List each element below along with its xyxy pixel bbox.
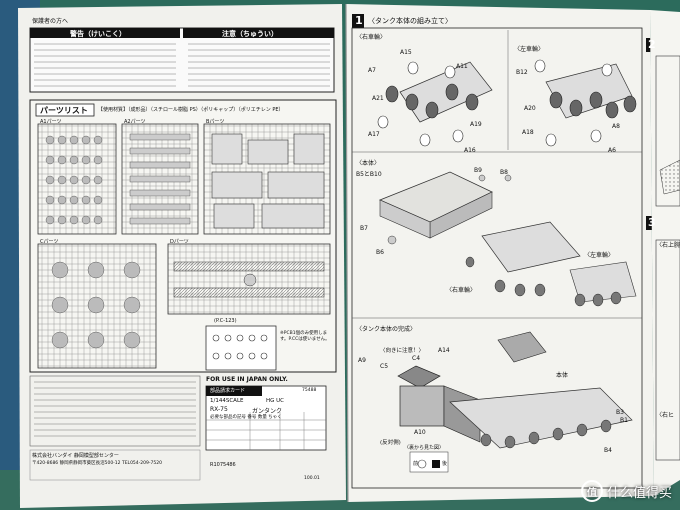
watermark-text: 什么值得买 bbox=[606, 485, 672, 501]
runner-b bbox=[203, 123, 331, 235]
tank-complete bbox=[397, 331, 633, 473]
callout-a19: A19 bbox=[470, 121, 482, 128]
reverse-label: (反対側) bbox=[380, 440, 401, 446]
callout-b1: B1 bbox=[620, 417, 628, 424]
rear-label: 後 bbox=[442, 461, 448, 467]
callout-b5b10: B5とB10 bbox=[356, 171, 382, 178]
pc-note: ※PCB1個のみ使用します。P.CCは使いません。 bbox=[280, 331, 330, 342]
right-wheel-assembly bbox=[377, 61, 493, 147]
callout-a6: A6 bbox=[608, 147, 616, 154]
runner-c-label: Cパーツ bbox=[40, 239, 59, 245]
callout-c4: C4 bbox=[412, 355, 421, 362]
watermark: 值 什么值得买 bbox=[580, 480, 672, 502]
callout-b9: B9 bbox=[474, 167, 482, 174]
caution-title: 注意（ちゅうい） bbox=[222, 30, 278, 38]
step1-number: 1 bbox=[355, 14, 363, 27]
right-page bbox=[345, 3, 656, 503]
for-japan-label: FOR USE IN JAPAN ONLY. bbox=[206, 376, 288, 383]
step2-number: 2 bbox=[648, 38, 656, 51]
callout-b7: B7 bbox=[360, 225, 368, 232]
left-wheel-label: 〈左車輪〉 bbox=[514, 46, 545, 53]
card-label: 部品請求カード bbox=[210, 388, 246, 394]
callout-a11: A11 bbox=[456, 63, 468, 70]
scale-label: 1/144SCALE bbox=[210, 398, 244, 404]
name-label: ガンタンク bbox=[252, 408, 283, 415]
callout-a10: A10 bbox=[414, 429, 426, 436]
runner-b-label: Bパーツ bbox=[206, 119, 225, 125]
materials-text: 【使用材質】（成形品）（スチロール樹脂 PS）（ポリキャップ）（ポリエチレン P… bbox=[98, 107, 284, 113]
callout-b6: B6 bbox=[376, 249, 384, 256]
runner-pc-label: (P.C-123) bbox=[214, 318, 237, 324]
model-label: RX-75 bbox=[210, 406, 228, 413]
callout-a18: A18 bbox=[522, 129, 534, 136]
warning-tab: 保護者の方へ bbox=[32, 18, 69, 25]
callout-a9: A9 bbox=[358, 357, 366, 364]
step3-title: 〈右上腕〉 bbox=[656, 242, 680, 249]
callout-a16: A16 bbox=[464, 147, 476, 154]
page-number: 100.01 bbox=[304, 476, 320, 481]
step3-number: 3 bbox=[648, 216, 656, 229]
callout-a14: A14 bbox=[438, 347, 450, 354]
runner-a2-label: A2パーツ bbox=[124, 119, 146, 125]
tank-body bbox=[378, 171, 637, 307]
runner-a1 bbox=[37, 123, 117, 235]
body-label: 〈本体〉 bbox=[356, 160, 381, 167]
body-ref-label: 本体 bbox=[556, 372, 569, 379]
callout-c5: C5 bbox=[380, 363, 389, 370]
warning-title: 警告（けいこく） bbox=[70, 30, 126, 38]
callout-b12: B12 bbox=[516, 69, 528, 76]
company-label: 株式会社バンダイ 静岡模型部センター bbox=[32, 453, 119, 459]
left-page bbox=[18, 4, 346, 508]
runner-d bbox=[167, 243, 331, 315]
left-wheel-assembly bbox=[534, 59, 637, 147]
runner-a1-label: A1パーツ bbox=[40, 119, 62, 125]
right-wheel-label: 〈右車輪〉 bbox=[356, 34, 387, 41]
front-label: 前 bbox=[413, 461, 419, 467]
runner-a2 bbox=[121, 123, 199, 235]
back-view-label: 〈裏から見た図〉 bbox=[404, 445, 445, 451]
fields-label: 必要な部品の記号 番号 数量 ちゃく bbox=[210, 415, 282, 420]
address-label: 〒420-8686 静岡県静岡市葵区長沼500-12 TEL054-209-75… bbox=[32, 461, 162, 466]
product-code: R1075486 bbox=[210, 462, 236, 468]
right-wheel-label-2: 〈右車輪〉 bbox=[446, 287, 477, 294]
grade-label: HG UC bbox=[266, 398, 285, 404]
watermark-logo-icon: 值 bbox=[580, 480, 603, 502]
runner-pc bbox=[205, 325, 277, 371]
callout-a20: A20 bbox=[524, 105, 536, 112]
orientation-note: 〈向きに注意！〉 bbox=[380, 348, 425, 354]
step3-sub: 〈右ヒ bbox=[656, 412, 675, 419]
callout-a7: A7 bbox=[368, 67, 376, 74]
callout-a15: A15 bbox=[400, 49, 412, 56]
callout-b4: B4 bbox=[604, 447, 612, 454]
runner-c bbox=[37, 243, 157, 369]
left-wheel-label-2: 〈左車輪〉 bbox=[584, 252, 615, 259]
callout-a21: A21 bbox=[372, 95, 384, 102]
tank-complete-label: 〈タンク本体の完成〉 bbox=[356, 326, 417, 333]
callout-b3: B3 bbox=[616, 409, 624, 416]
code2-label: 75488 bbox=[302, 388, 317, 393]
step1-title: 〈タンク本体の組み立て〉 bbox=[368, 17, 452, 25]
callout-b8: B8 bbox=[500, 169, 508, 176]
callout-a8: A8 bbox=[612, 123, 620, 130]
callout-a17: A17 bbox=[368, 131, 380, 138]
parts-list-title: パーツリスト bbox=[40, 106, 88, 115]
runner-d-label: Dパーツ bbox=[170, 239, 189, 245]
